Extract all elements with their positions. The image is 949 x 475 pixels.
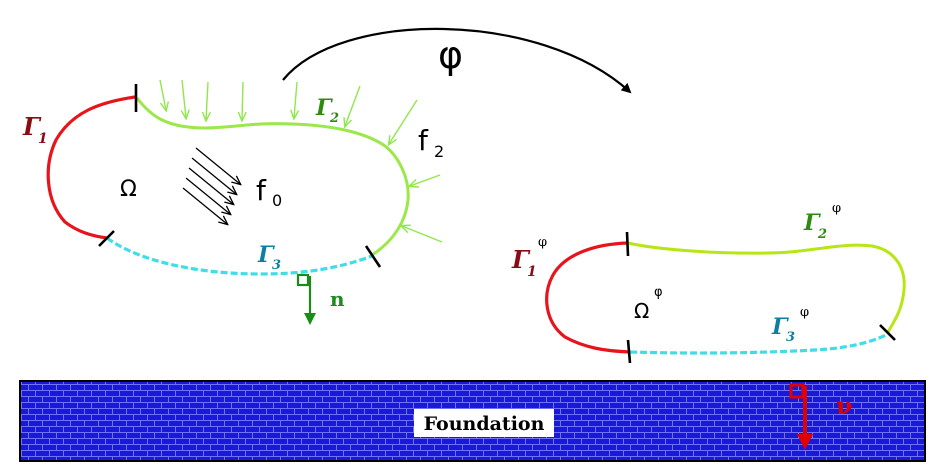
gamma2-boundary bbox=[135, 97, 410, 257]
foundation-label: Foundation bbox=[424, 413, 545, 435]
gamma3-boundary bbox=[106, 236, 373, 276]
foundation-label-box bbox=[414, 409, 554, 437]
gamma3-label: Γ3 bbox=[257, 242, 281, 273]
foundation: Foundation ν bbox=[19, 380, 926, 462]
mapping-arrow bbox=[282, 27, 632, 94]
normal-label-n: n bbox=[330, 287, 345, 311]
omega-label: Ω bbox=[120, 177, 137, 202]
omega-deformed-label: Ωφ bbox=[634, 285, 663, 323]
normal-vector-nu bbox=[789, 383, 813, 450]
gamma1-deformed-label: Γ1φ bbox=[511, 235, 547, 280]
normal-vector-n bbox=[296, 273, 316, 325]
tick-mark bbox=[98, 230, 115, 247]
body-force-arrows bbox=[182, 147, 240, 224]
gamma1-boundary bbox=[46, 95, 136, 240]
gamma3-deformed-boundary bbox=[629, 332, 889, 355]
tick-mark bbox=[879, 324, 896, 341]
gamma2-label: Γ2 bbox=[315, 95, 339, 126]
tick-mark bbox=[364, 245, 382, 268]
map-label-phi: φ bbox=[438, 33, 463, 77]
deformed-body: Ωφ Γ1φ Γ2φ Γ3φ bbox=[511, 201, 906, 364]
gamma1-deformed-boundary bbox=[545, 241, 631, 354]
gamma2-deformed-label: Γ2φ bbox=[803, 201, 841, 242]
tick-mark bbox=[625, 231, 630, 257]
nu-label: ν bbox=[836, 391, 853, 420]
gamma3-deformed-label: Γ3φ bbox=[771, 305, 809, 345]
surface-force-arrows bbox=[159, 79, 443, 243]
gamma1-label: Γ1 bbox=[22, 112, 48, 147]
tick-mark bbox=[626, 339, 632, 364]
gamma2-deformed-boundary bbox=[627, 241, 906, 333]
